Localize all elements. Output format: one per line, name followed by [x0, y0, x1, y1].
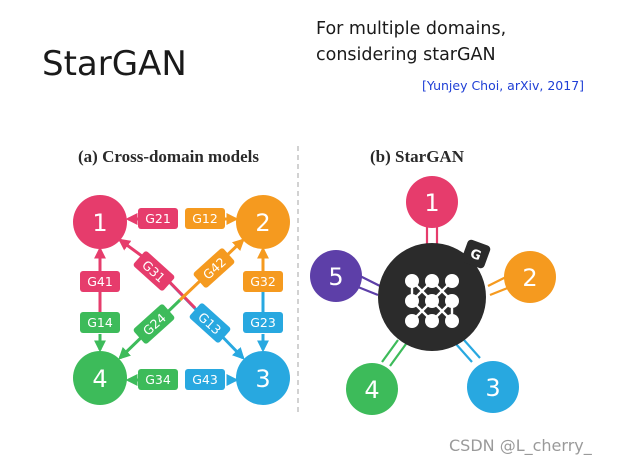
neural-network-icon	[405, 274, 459, 328]
svg-text:3: 3	[485, 374, 500, 402]
gen-box-g43: G43	[185, 369, 225, 390]
panel-b-title: (b) StarGAN	[370, 147, 465, 166]
gen-box-g14: G14	[80, 312, 120, 333]
panel-a-title: (a) Cross-domain models	[78, 147, 259, 166]
svg-text:G34: G34	[145, 372, 171, 387]
gen-box-g34: G34	[138, 369, 178, 390]
domain-node-4: 4	[73, 351, 127, 405]
stargan-node-2: 2	[504, 251, 556, 303]
subtitle-line-2: considering starGAN	[316, 45, 496, 65]
svg-text:3: 3	[255, 365, 270, 393]
svg-text:1: 1	[92, 209, 107, 237]
gen-box-g21: G21	[138, 208, 178, 229]
svg-text:G41: G41	[87, 274, 113, 289]
stargan-diagram: G 1 2 3	[310, 176, 556, 415]
cross-domain-diagram: G21 G12 G41 G14 G32 G23 G34 G43	[73, 195, 290, 405]
gen-box-g32: G32	[243, 271, 283, 292]
svg-text:G32: G32	[250, 274, 276, 289]
spoke-3	[455, 339, 481, 363]
stargan-node-1: 1	[406, 176, 458, 228]
subtitle-line-1: For multiple domains,	[316, 19, 507, 39]
spoke-4	[381, 339, 407, 367]
watermark: CSDN @L_cherry_	[449, 436, 592, 455]
svg-text:2: 2	[255, 209, 270, 237]
gen-box-g23: G23	[243, 312, 283, 333]
gen-box-g31: G31	[133, 251, 175, 291]
svg-text:G23: G23	[250, 315, 276, 330]
svg-text:5: 5	[328, 263, 343, 291]
spoke-5	[357, 275, 381, 297]
stargan-node-5: 5	[310, 250, 362, 302]
svg-text:1: 1	[424, 189, 439, 217]
svg-text:G43: G43	[192, 372, 218, 387]
svg-text:G12: G12	[192, 211, 218, 226]
domain-node-1: 1	[73, 195, 127, 249]
domain-node-2: 2	[236, 195, 290, 249]
gen-box-g41: G41	[80, 271, 120, 292]
stargan-node-4: 4	[346, 363, 398, 415]
generator-badge: G	[461, 239, 491, 269]
citation: [Yunjey Choi, arXiv, 2017]	[422, 78, 585, 93]
svg-text:4: 4	[364, 376, 379, 404]
domain-node-3: 3	[236, 351, 290, 405]
svg-text:G21: G21	[145, 211, 171, 226]
svg-text:G: G	[468, 247, 483, 265]
stargan-node-3: 3	[467, 361, 519, 413]
svg-text:4: 4	[92, 365, 107, 393]
slide-title: StarGAN	[42, 44, 187, 84]
slide-subtitle: For multiple domains, considering starGA…	[316, 16, 616, 68]
svg-text:G14: G14	[87, 315, 113, 330]
gen-box-g12: G12	[185, 208, 225, 229]
svg-text:2: 2	[522, 264, 537, 292]
